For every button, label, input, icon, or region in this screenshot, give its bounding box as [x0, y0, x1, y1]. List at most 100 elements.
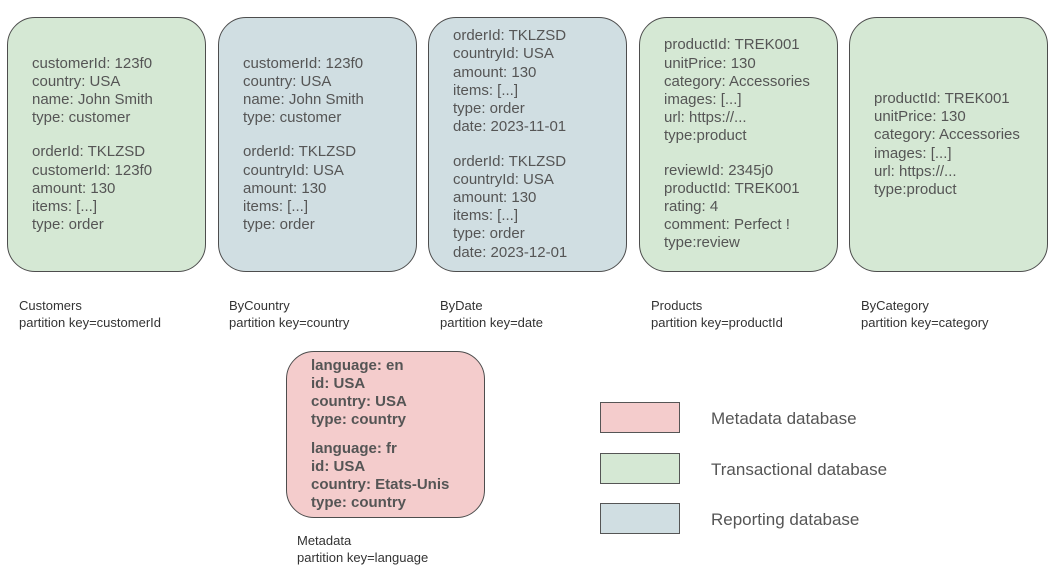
document-field: customerId: 123f0 [243, 54, 364, 72]
document-field: url: https://... [664, 109, 747, 127]
document-field: date: 2023-12-01 [453, 243, 568, 261]
document-field: language: fr [311, 439, 397, 457]
document-field: countryId: USA [243, 161, 344, 179]
document-field: unitPrice: 130 [664, 54, 756, 72]
document-field: type:product [664, 127, 747, 145]
legend-swatch-metadata [600, 402, 680, 433]
caption-name: ByCategory [861, 298, 929, 313]
document-field: id: USA [311, 457, 366, 475]
caption-name: ByCountry [229, 298, 290, 313]
caption-partition-key: partition key=customerId [19, 314, 161, 330]
caption-name: Products [651, 298, 703, 313]
document-field: amount: 130 [243, 179, 327, 197]
caption-partition-key: partition key=language [297, 549, 429, 565]
caption-name: Customers [19, 298, 82, 313]
document-field: comment: Perfect ! [664, 216, 790, 234]
caption-partition-key: partition key=productId [651, 314, 783, 330]
caption-metadata: Metadata partition key=language [297, 533, 428, 566]
document-field: type: customer [243, 109, 342, 127]
document-field: reviewId: 2345j0 [664, 161, 774, 179]
caption-partition-key: partition key=date [440, 314, 543, 330]
document-field: unitPrice: 130 [874, 108, 966, 126]
document-field: type: country [311, 494, 407, 512]
caption-name: Metadata [297, 533, 352, 548]
caption-bycountry: ByCountry partition key=country [229, 298, 349, 331]
document-field: name: John Smith [243, 90, 364, 108]
document-field: country: USA [243, 72, 332, 90]
caption-bycategory: ByCategory partition key=category [861, 298, 989, 331]
document-field: items: [...] [32, 198, 98, 215]
document-field: images: [...] [874, 144, 952, 162]
document-field: amount: 130 [453, 188, 537, 206]
document-field: countryId: USA [453, 45, 554, 63]
document-field: images: [...] [664, 90, 742, 108]
document-field: type: order [32, 216, 104, 234]
legend-swatch-transactional [600, 453, 680, 484]
document-field: url: https://... [874, 162, 957, 180]
caption-partition-key: partition key=country [229, 314, 350, 330]
document-field: type: order [243, 216, 315, 234]
document-field: productId: TREK001 [664, 179, 800, 197]
document-field: category: Accessories [664, 72, 810, 90]
document-field: orderId: TKLZSD [453, 152, 567, 170]
caption-products: Products partition key=productId [651, 298, 783, 331]
document-field: country: Etats-Unis [311, 475, 450, 493]
document-field: type:review [664, 234, 740, 252]
document-field: rating: 4 [664, 198, 719, 215]
document-field: date: 2023-11-01 [453, 118, 567, 136]
document-field: customerId: 123f0 [32, 54, 153, 72]
document-field: orderId: TKLZSD [32, 143, 146, 161]
document-field: type: order [453, 100, 525, 118]
document-field: type:product [874, 180, 957, 198]
caption-partition-key: partition key=category [861, 314, 989, 330]
document-field: country: USA [311, 393, 407, 411]
document-field: items: [...] [453, 207, 519, 225]
document-field: productId: TREK001 [874, 89, 1010, 107]
document-field: productId: TREK001 [664, 36, 800, 54]
document-field: type: customer [32, 109, 131, 127]
legend-label-reporting: Reporting database [711, 510, 860, 529]
document-field: items: [...] [243, 198, 309, 215]
document-field: language: en [311, 356, 404, 374]
caption-name: ByDate [440, 298, 483, 313]
legend-label-transactional: Transactional database [711, 460, 888, 479]
legend-swatch-reporting [600, 503, 680, 534]
document-field: amount: 130 [32, 179, 116, 197]
document-field: type: order [453, 225, 525, 243]
document-field: type: country [311, 411, 407, 429]
document-field: name: John Smith [32, 90, 153, 108]
document-field: category: Accessories [874, 126, 1020, 144]
document-field: countryId: USA [453, 170, 554, 188]
document-field: country: USA [32, 72, 121, 90]
document-field: amount: 130 [453, 63, 537, 81]
document-field: customerId: 123f0 [32, 161, 153, 179]
caption-customers: Customers partition key=customerId [19, 298, 161, 331]
document-field: id: USA [311, 374, 366, 392]
legend-label-metadata: Metadata database [711, 409, 857, 428]
caption-bydate: ByDate partition key=date [440, 298, 543, 331]
document-field: items: [...] [453, 81, 519, 99]
document-field: orderId: TKLZSD [453, 27, 567, 45]
